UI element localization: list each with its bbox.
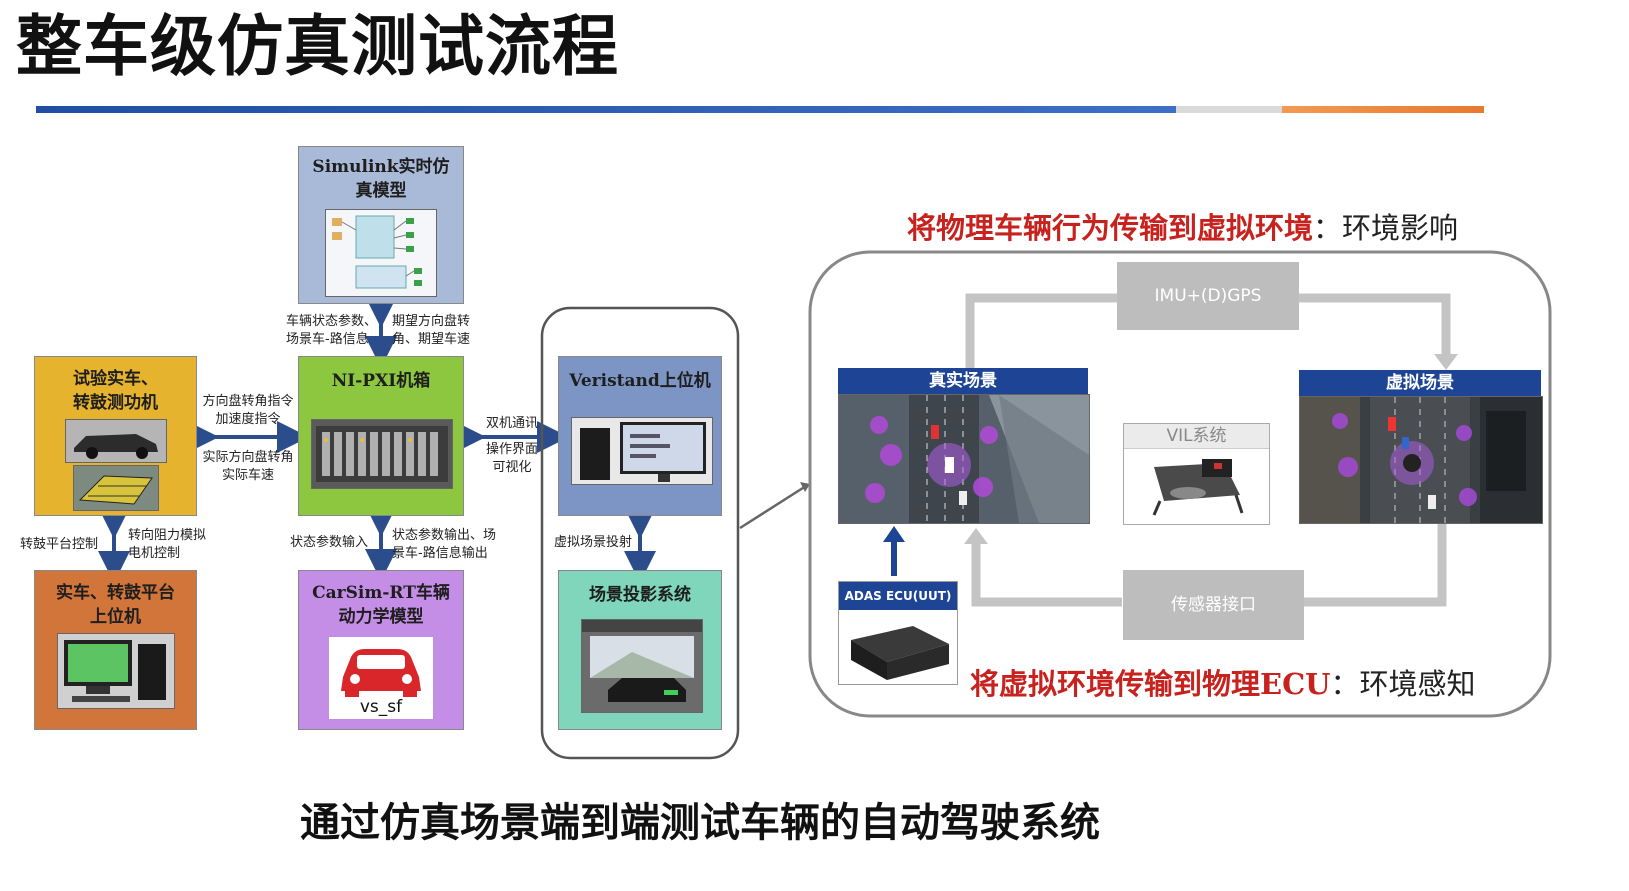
host-pc-title-line2: 上位机 xyxy=(90,607,141,627)
vil-label: VIL系统 xyxy=(1124,424,1269,449)
top-caption-black: ：环境影响 xyxy=(1313,211,1459,245)
label-actual-1: 实际方向盘转角 xyxy=(202,450,294,465)
projection-image xyxy=(581,619,703,713)
label-vehicle-state-1: 车辆状态参数、 xyxy=(286,314,378,329)
test-car-title-line1: 试验实车、 xyxy=(73,369,158,389)
bottom-caption-black: ：环境感知 xyxy=(1330,667,1476,701)
adas-ecu-box: ADAS ECU(UUT) xyxy=(838,581,958,685)
carsim-title-line1: CarSim-RT车辆 xyxy=(312,583,450,603)
projection-title: 场景投影系统 xyxy=(589,585,691,605)
host-pc-box: 实车、转鼓平台 上位机 xyxy=(34,570,197,730)
ni-pxi-title: NI-PXI机箱 xyxy=(331,371,431,391)
label-actual-2: 实际车速 xyxy=(221,468,274,483)
test-car-title-line2: 转鼓测功机 xyxy=(73,393,158,413)
left-diagram-connectors xyxy=(98,296,810,760)
label-expected-2: 角、期望车速 xyxy=(392,332,471,347)
real-scene-header: 真实场景 xyxy=(838,368,1088,394)
carsim-box: CarSim-RT车辆 动力学模型 vs_sf xyxy=(298,570,464,730)
simulink-diagram-image xyxy=(325,209,437,297)
vil-rig-image xyxy=(1124,449,1269,523)
label-dual-comm: 双机通讯 xyxy=(485,416,538,431)
real-scene-image xyxy=(838,394,1090,524)
vil-system-box: VIL系统 xyxy=(1123,423,1270,525)
label-projection-in: 虚拟场景投射 xyxy=(554,535,633,550)
label-op-ui-1: 操作界面 xyxy=(485,442,538,457)
projection-box: 场景投影系统 xyxy=(558,570,722,730)
simulink-title-line2: 真模型 xyxy=(355,181,407,201)
page-title: 整车级仿真测试流程 xyxy=(16,8,619,85)
ni-pxi-chassis-image xyxy=(311,419,453,489)
label-op-ui-2: 可视化 xyxy=(492,460,532,475)
simulink-model-box: Simulink实时仿 真模型 xyxy=(298,146,464,304)
bottom-caption-red: 将虚拟环境传输到物理ECU xyxy=(970,667,1331,701)
test-car-box: 试验实车、 转鼓测功机 xyxy=(34,356,197,516)
label-vehicle-state-2: 场景车-路信息 xyxy=(286,332,369,347)
veristand-pc-image xyxy=(571,417,713,485)
simulink-title-line1: Simulink实时仿 xyxy=(312,157,450,177)
imu-gps-label: IMU+(D)GPS xyxy=(1154,286,1262,306)
footer-caption: 通过仿真场景端到端测试车辆的自动驾驶系统 xyxy=(300,800,1100,846)
host-pc-image xyxy=(57,633,175,709)
adas-label: ADAS ECU(UUT) xyxy=(839,582,957,610)
ni-pxi-box: NI-PXI机箱 xyxy=(298,356,464,516)
label-state-in: 状态参数输入 xyxy=(290,535,369,550)
test-car-image xyxy=(65,419,167,463)
virtual-scene-header: 虚拟场景 xyxy=(1299,370,1541,396)
sensor-interface-box: 传感器接口 xyxy=(1123,570,1304,640)
label-steer-cmd-1: 方向盘转角指令 xyxy=(202,394,294,409)
ecu-device-image xyxy=(851,626,949,680)
label-steer-motor-2: 电机控制 xyxy=(128,546,181,561)
top-caption: 将物理车辆行为传输到虚拟环境：环境影响 xyxy=(907,205,1458,247)
right-panel-frame xyxy=(808,250,1552,718)
label-expected-1: 期望方向盘转 xyxy=(392,314,471,329)
veristand-title: Veristand上位机 xyxy=(569,371,711,391)
carsim-title-line2: 动力学模型 xyxy=(338,607,424,627)
top-caption-red: 将物理车辆行为传输到虚拟环境 xyxy=(907,211,1314,245)
label-state-out-1: 状态参数输出、场 xyxy=(392,528,497,543)
virtual-scene-image xyxy=(1299,396,1543,524)
header-bar-blue xyxy=(36,106,1176,113)
carsim-logo: vs_sf xyxy=(329,637,433,719)
dynamometer-image xyxy=(73,465,159,511)
label-drum-ctrl: 转鼓平台控制 xyxy=(20,537,99,552)
car-icon xyxy=(341,649,421,697)
header-bar-grey xyxy=(1176,106,1282,113)
label-steer-cmd-2: 加速度指令 xyxy=(215,412,281,427)
header-bar-orange xyxy=(1282,106,1484,113)
bottom-caption: 将虚拟环境传输到物理ECU：环境感知 xyxy=(970,661,1476,703)
label-steer-motor-1: 转向阻力模拟 xyxy=(128,528,207,543)
imu-gps-box: IMU+(D)GPS xyxy=(1117,262,1299,330)
host-pc-title-line1: 实车、转鼓平台 xyxy=(56,583,175,603)
sensor-label: 传感器接口 xyxy=(1171,595,1256,615)
carsim-car-label: vs_sf xyxy=(359,697,403,717)
veristand-box: Veristand上位机 xyxy=(558,356,722,516)
label-state-out-2: 景车-路信息输出 xyxy=(392,546,488,561)
